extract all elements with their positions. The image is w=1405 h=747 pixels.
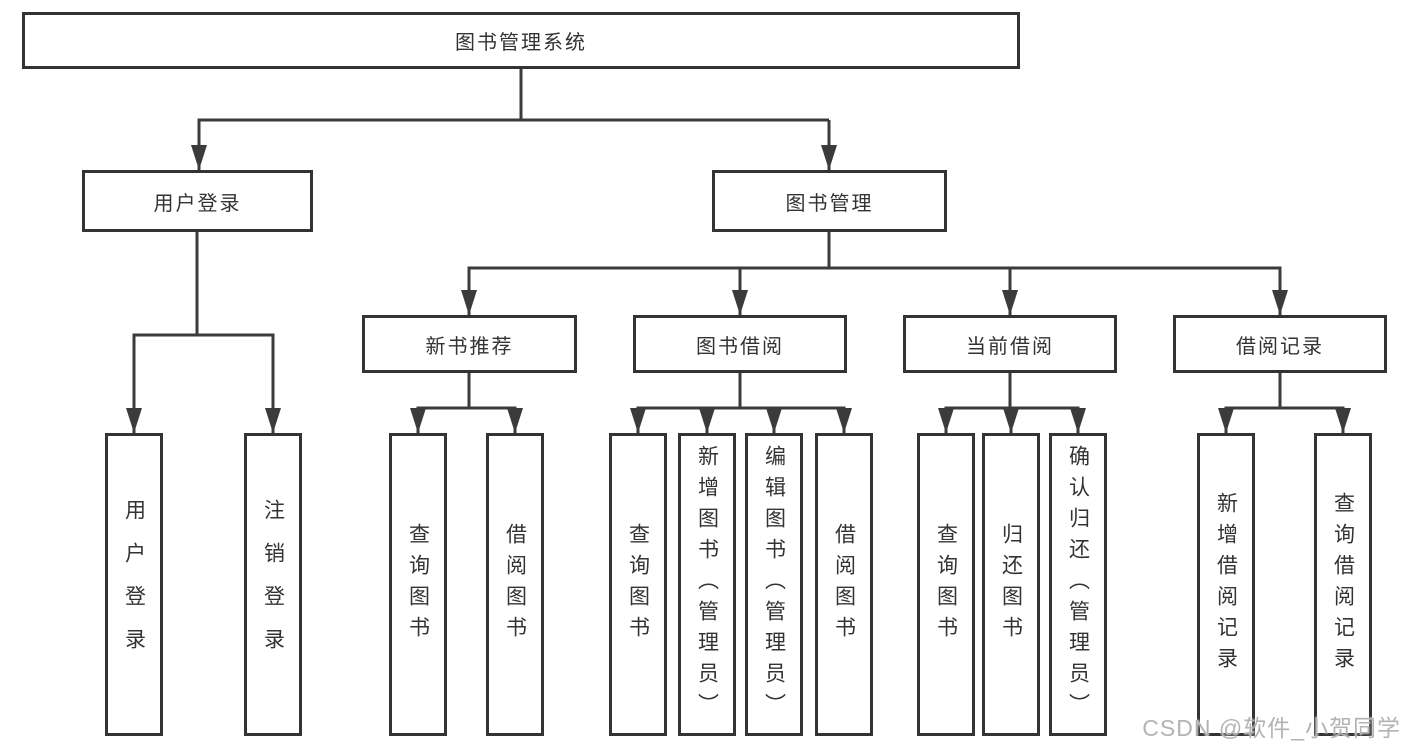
node-book-management: 图书管理 (712, 170, 947, 232)
leaf-borrow-edit-books-admin: 编辑图书（管理员） (745, 433, 803, 736)
node-root-system: 图书管理系统 (22, 12, 1020, 69)
connector-book-management (461, 232, 1288, 315)
csdn-watermark: CSDN @软件_小贺同学 (1142, 715, 1401, 741)
leaf-user-login: 用户登录 (105, 433, 163, 736)
node-current-borrow: 当前借阅 (903, 315, 1117, 373)
leaf-borrow-query-books: 查询图书 (609, 433, 667, 736)
connector-user-login (126, 232, 281, 433)
leaf-borrow-add-books-admin: 新增图书（管理员） (678, 433, 736, 736)
leaf-current-confirm-return-admin: 确认归还（管理员） (1049, 433, 1107, 736)
connector-new-book-recommend (410, 373, 523, 433)
leaf-logout: 注销登录 (244, 433, 302, 736)
leaf-records-add-record: 新增借阅记录 (1197, 433, 1255, 736)
leaf-current-return-books: 归还图书 (982, 433, 1040, 736)
connector-borrow-records (1218, 373, 1351, 433)
node-new-book-recommend: 新书推荐 (362, 315, 577, 373)
leaf-borrow-borrow-books: 借阅图书 (815, 433, 873, 736)
node-borrow-records: 借阅记录 (1173, 315, 1387, 373)
connector-book-borrow (630, 373, 852, 433)
leaf-records-query-record: 查询借阅记录 (1314, 433, 1372, 736)
leaf-recommend-query-books: 查询图书 (389, 433, 447, 736)
connector-root (191, 69, 837, 170)
node-user-login: 用户登录 (82, 170, 313, 232)
connector-current-borrow (938, 373, 1086, 433)
leaf-current-query-books: 查询图书 (917, 433, 975, 736)
leaf-recommend-borrow-books: 借阅图书 (486, 433, 544, 736)
node-book-borrow: 图书借阅 (633, 315, 847, 373)
